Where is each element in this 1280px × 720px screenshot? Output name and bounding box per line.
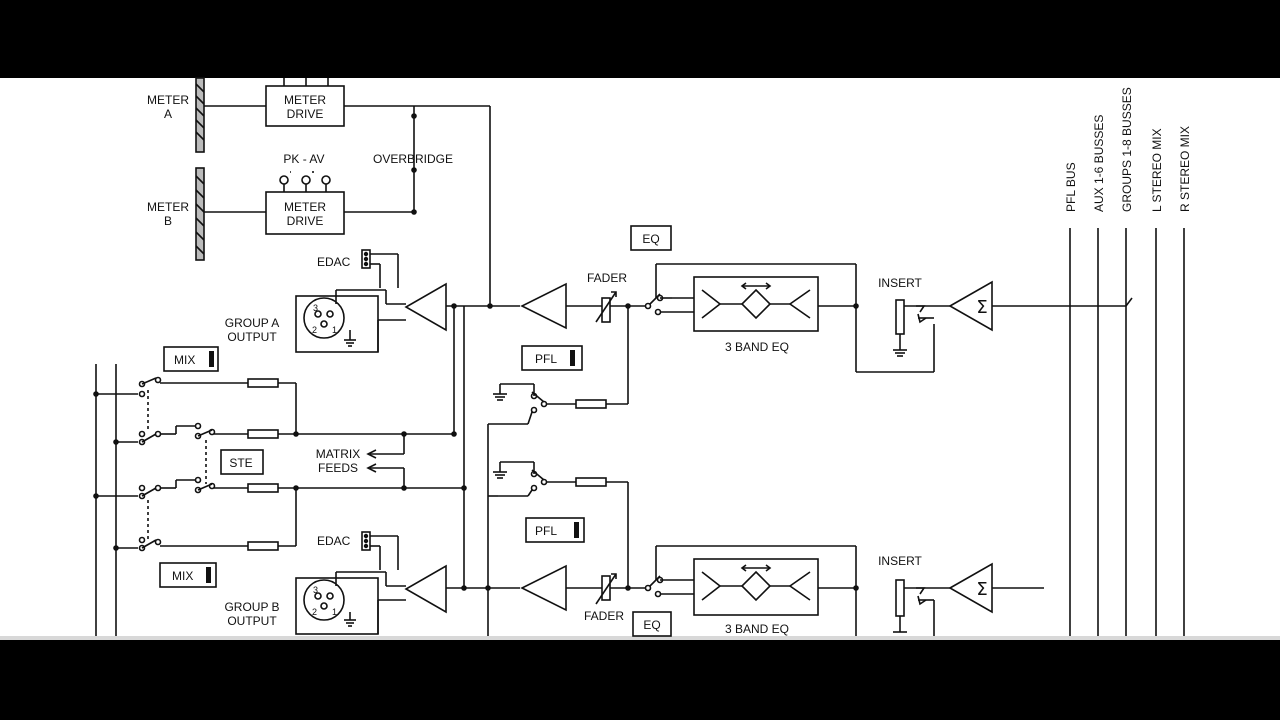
overbridge-label: OVERBRIDGE xyxy=(373,152,453,166)
ste-button[interactable] xyxy=(220,449,264,475)
eq-a-block xyxy=(693,276,819,332)
group-b-output-amp-icon xyxy=(404,564,447,614)
pfl-bus-label: PFL BUS xyxy=(1064,162,1078,212)
sheet-bottom-edge xyxy=(0,636,1280,640)
fader-a-label: FADER xyxy=(587,271,627,285)
eq-top-button[interactable] xyxy=(630,225,672,251)
xlr-a-pin3: 3 xyxy=(313,303,318,313)
ste-label: STE xyxy=(229,456,252,470)
meter-drive-a-label-1: METER xyxy=(284,93,326,107)
sigma-b-icon: Σ xyxy=(976,579,987,600)
eq-bottom-label: EQ xyxy=(643,618,660,632)
insert-a-label: INSERT xyxy=(878,276,922,290)
meter-a-bar xyxy=(195,77,205,153)
xlr-a-pin1: 1 xyxy=(332,325,337,335)
xlr-b-pin1: 1 xyxy=(332,607,337,617)
xlr-b-pin3: 3 xyxy=(313,585,318,595)
eq-a-label: 3 BAND EQ xyxy=(725,340,789,354)
pk-av-jumper-1-icon xyxy=(279,175,289,185)
meter-a-label: METER xyxy=(147,93,189,107)
edac-a-connector-icon xyxy=(361,249,371,269)
mix-top-led-icon xyxy=(209,351,214,367)
matrix-feeds-label-1: MATRIX xyxy=(316,447,360,461)
xlr-b-pin2: 2 xyxy=(312,607,317,617)
edac-b-connector-icon xyxy=(361,531,371,551)
insert-b-label: INSERT xyxy=(878,554,922,568)
groups-busses-label: GROUPS 1-8 BUSSES xyxy=(1120,87,1134,212)
group-a-output-amp-icon xyxy=(404,282,447,332)
mix-top-label: MIX xyxy=(174,353,195,367)
pk-av-label: PK - AV xyxy=(283,152,324,166)
group-b-output-label-1: GROUP B xyxy=(224,600,279,614)
aux-busses-label: AUX 1-6 BUSSES xyxy=(1092,115,1106,212)
edac-b-label: EDAC xyxy=(317,534,351,548)
edac-a-label: EDAC xyxy=(317,255,351,269)
group-a-output-label-1: GROUP A xyxy=(225,316,279,330)
pk-av-jumper-3-icon xyxy=(321,175,331,185)
matrix-feeds-label-2: FEEDS xyxy=(318,461,358,475)
meter-drive-b-label-1: METER xyxy=(284,200,326,214)
eq-b-label: 3 BAND EQ xyxy=(725,622,789,636)
meter-a-sublabel: A xyxy=(164,107,172,121)
meter-b-sublabel: B xyxy=(164,214,172,228)
eq-top-label: EQ xyxy=(642,232,659,246)
meter-drive-b-label-2: DRIVE xyxy=(287,214,324,228)
pfl-bottom-label: PFL xyxy=(535,524,557,538)
pfl-top-led-icon xyxy=(570,350,575,366)
meter-drive-a-label-2: DRIVE xyxy=(287,107,324,121)
fader-a-icon xyxy=(601,297,611,323)
eq-bottom-button[interactable] xyxy=(632,611,672,637)
sigma-a-icon: Σ xyxy=(976,297,987,318)
meter-b-bar xyxy=(195,167,205,261)
meter-drive-b-block xyxy=(265,191,345,235)
meter-b-label: METER xyxy=(147,200,189,214)
xlr-a-pin2: 2 xyxy=(312,325,317,335)
group-a-output-label-2: OUTPUT xyxy=(227,330,277,344)
group-b-output-label-2: OUTPUT xyxy=(227,614,277,628)
pk-av-jumper-2-icon xyxy=(301,175,311,185)
l-stereo-mix-label: L STEREO MIX xyxy=(1150,128,1164,212)
fader-b-label: FADER xyxy=(584,609,624,623)
r-stereo-mix-label: R STEREO MIX xyxy=(1178,126,1192,212)
eq-b-block xyxy=(693,558,819,616)
mix-bottom-led-icon xyxy=(206,567,211,583)
pfl-top-label: PFL xyxy=(535,352,557,366)
mix-bottom-label: MIX xyxy=(172,569,193,583)
pfl-bottom-led-icon xyxy=(574,522,579,538)
